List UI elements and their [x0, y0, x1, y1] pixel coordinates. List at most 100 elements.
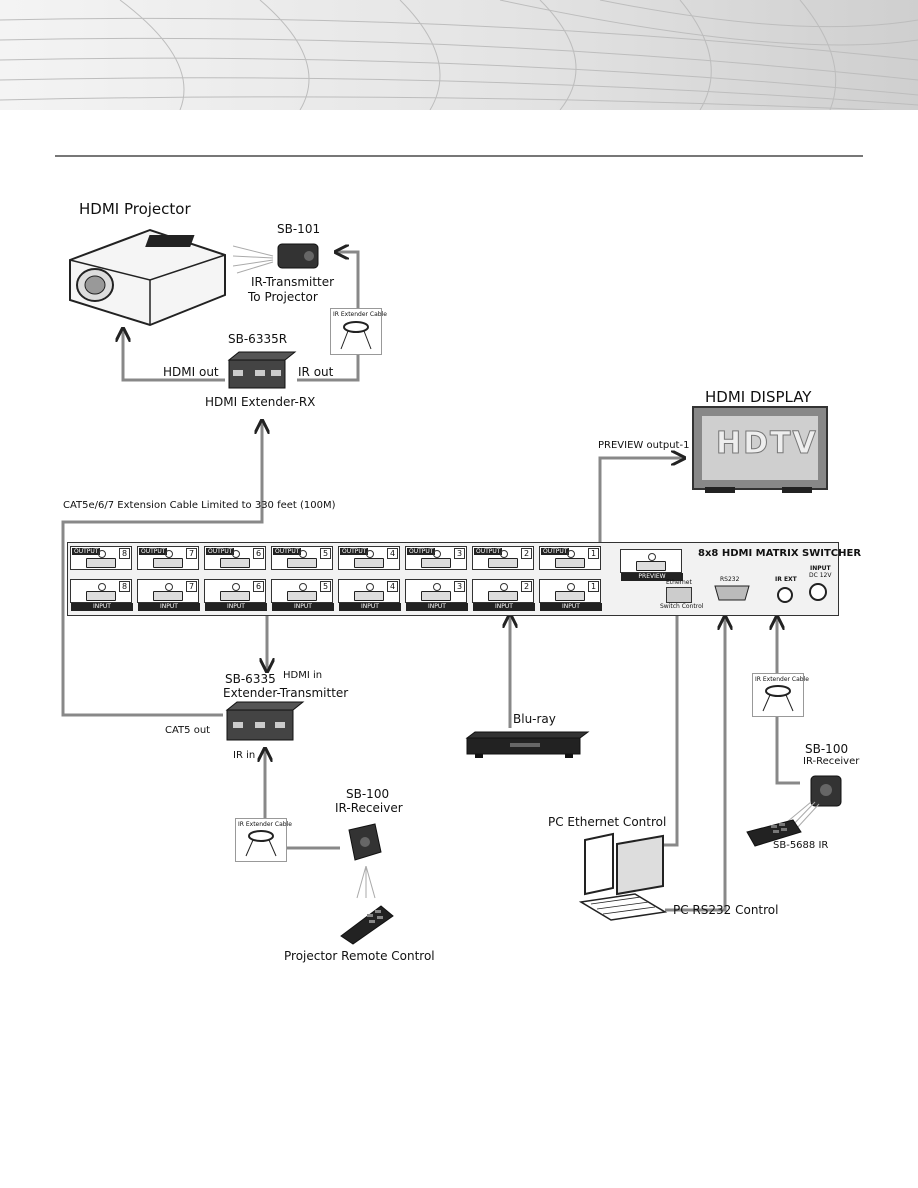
output-tag: OUTPUT	[273, 548, 302, 555]
display-preview-label: PREVIEW output-1	[598, 440, 690, 451]
led-indicator	[165, 550, 173, 558]
rs232-label: RS232	[720, 576, 740, 583]
hdmi-port-icon	[153, 558, 183, 568]
hdmi-port-icon	[86, 558, 116, 568]
hdmi-port-icon	[153, 591, 183, 601]
output-port-2[interactable]: OUTPUT 2	[472, 546, 534, 570]
hdmi-port-icon	[636, 561, 666, 571]
cable-coil-icon	[245, 830, 277, 857]
output-tag: OUTPUT	[474, 548, 503, 555]
hdmi-port-icon	[287, 558, 317, 568]
output-tag: OUTPUT	[139, 548, 168, 555]
led-indicator	[648, 553, 656, 561]
hdmi-port-icon	[421, 591, 451, 601]
input-tag: INPUT	[473, 603, 535, 611]
led-indicator	[366, 550, 374, 558]
ir-cable-label: IR Extender Cable	[238, 821, 292, 828]
preview-tag: PREVIEW	[621, 573, 683, 581]
ir-beam-icon	[356, 866, 376, 899]
remote-left-label: Projector Remote Control	[284, 949, 435, 963]
led-indicator	[567, 550, 575, 558]
ir-cable-label: IR Extender Cable	[333, 311, 387, 318]
led-indicator	[98, 550, 106, 558]
pc-computer-icon	[578, 832, 668, 921]
port-number: 8	[119, 581, 130, 592]
hdmi-port-icon	[86, 591, 116, 601]
hdtv-display-icon: HDTV	[692, 406, 828, 490]
port-number: 5	[320, 581, 331, 592]
ir-extender-cable-right: IR Extender Cable	[752, 673, 809, 717]
input-tag: INPUT	[406, 603, 468, 611]
hdmi-port-icon	[287, 591, 317, 601]
hdmi-port-icon	[220, 591, 250, 601]
tx-name: Extender-Transmitter	[223, 686, 349, 700]
input-tag: INPUT	[272, 603, 334, 611]
power-jack[interactable]	[809, 583, 827, 601]
input-tag: INPUT	[71, 603, 133, 611]
hdmi-port-icon	[488, 558, 518, 568]
led-indicator	[299, 550, 307, 558]
hdmi-port-icon	[421, 558, 451, 568]
ir-extender-cable-top: IR Extender Cable	[330, 308, 387, 355]
cat-cable-label: CAT5e/6/7 Extension Cable Limited to 330…	[63, 500, 336, 511]
switch-control-label: Switch Control	[660, 603, 704, 610]
port-number: 1	[588, 581, 599, 592]
port-number: 2	[521, 581, 532, 592]
connection-diagram: HDMI Projector SB-101 IR-Transmitter To …	[55, 190, 863, 965]
port-number: 2	[521, 548, 532, 559]
cable-coil-icon	[340, 321, 372, 350]
port-number: 4	[387, 548, 398, 559]
port-number: 1	[588, 548, 599, 559]
bluray-player-icon	[465, 731, 590, 758]
projector-icon	[69, 228, 226, 327]
hdmi-port-icon	[354, 591, 384, 601]
cable-pc-rs232	[665, 618, 725, 912]
ethernet-label: Ethernet	[666, 579, 692, 586]
sb100-right-model: SB-100	[805, 742, 849, 756]
remote-control-icon	[340, 905, 394, 945]
led-indicator	[299, 583, 307, 591]
sb100-left-model: SB-100	[346, 787, 390, 801]
output-tag: OUTPUT	[206, 548, 235, 555]
power-spec-label: DC 12V	[809, 572, 832, 579]
cable-hdmi-to-projector	[123, 330, 225, 382]
hdmi-port-icon	[220, 558, 250, 568]
ir-ext-jack[interactable]	[777, 587, 793, 603]
port-number: 5	[320, 548, 331, 559]
output-port-5[interactable]: OUTPUT 5	[271, 546, 333, 570]
ir-receiver-icon	[348, 823, 382, 861]
display-foot-right	[782, 487, 812, 493]
preview-port[interactable]: PREVIEW	[620, 549, 683, 581]
port-number: 8	[119, 548, 130, 559]
led-indicator	[98, 583, 106, 591]
port-number: 4	[387, 581, 398, 592]
ethernet-port[interactable]	[666, 587, 692, 603]
tx-hdmi-in: HDMI in	[283, 670, 323, 681]
rx-hdmi-out: HDMI out	[163, 365, 219, 379]
rs232-port[interactable]	[714, 585, 750, 601]
input-tag: INPUT	[138, 603, 200, 611]
tx-cat5-out: CAT5 out	[165, 725, 211, 736]
hdmi-port-icon	[488, 591, 518, 601]
port-number: 7	[186, 581, 197, 592]
display-screen-text: HDTV	[716, 426, 818, 462]
led-indicator	[567, 583, 575, 591]
bluray-label: Blu-ray	[513, 712, 556, 726]
led-indicator	[500, 583, 508, 591]
ir-ext-label: IR EXT	[775, 576, 797, 583]
led-indicator	[232, 550, 240, 558]
